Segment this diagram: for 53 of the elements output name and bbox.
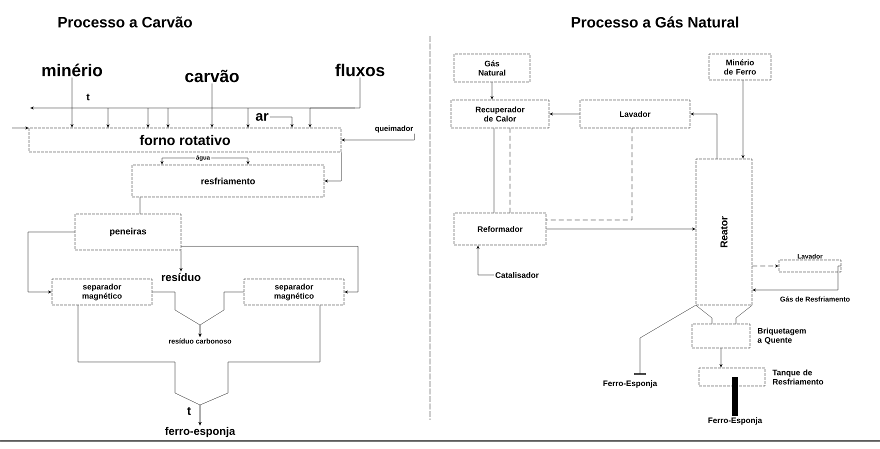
process-label: Ferro-Esponja	[603, 380, 658, 388]
arrow	[752, 264, 778, 268]
arrow	[28, 232, 76, 294]
marker-letter: t	[86, 94, 90, 100]
process-box: Lavador	[580, 100, 690, 128]
process-box: Gás Natural	[454, 54, 530, 82]
arrow	[690, 112, 718, 159]
process-box: Recuperador de Calor	[450, 100, 550, 128]
arrow	[180, 250, 182, 272]
process-label: Ferro-Esponja	[708, 417, 762, 425]
arrow	[198, 305, 320, 426]
process-label: carvão	[185, 70, 239, 82]
arrow	[752, 266, 842, 292]
arrow	[70, 77, 74, 128]
process-box: forno rotativo	[28, 128, 342, 152]
box-caption: Tanque de Resfriamento	[772, 369, 824, 385]
box-caption: Briquetagem a Quente	[758, 328, 806, 344]
process-box	[778, 260, 842, 272]
process-box: separador magnético	[52, 278, 152, 306]
marker-letter: t	[187, 407, 191, 415]
arrow	[476, 246, 494, 276]
process-label: ferro-esponja	[165, 426, 236, 438]
process-label: resíduo	[162, 272, 200, 282]
arrow	[550, 112, 580, 116]
arrow	[324, 152, 342, 182]
process-box	[692, 324, 750, 348]
arrow	[490, 82, 494, 100]
reactor-box: Reator	[696, 158, 752, 306]
arrow	[696, 305, 752, 324]
arrow	[308, 77, 360, 128]
panel-title: Processo a Gás Natural	[572, 16, 738, 28]
product-bar	[732, 377, 738, 416]
process-box: Minério de Ferro	[708, 54, 772, 80]
arrow	[181, 246, 358, 294]
process-box: separador magnético	[244, 278, 344, 306]
process-box	[698, 368, 766, 386]
process-label: fluxos	[335, 64, 384, 76]
arrow	[270, 116, 294, 128]
process-label: Catalisador	[496, 272, 539, 278]
arrow	[210, 83, 214, 128]
arrow	[742, 80, 744, 158]
process-label: minério	[42, 64, 102, 76]
arrow	[198, 292, 244, 337]
arrow	[211, 158, 250, 164]
panel-title: Processo a Carvão	[58, 16, 192, 28]
arrow	[342, 134, 415, 142]
arrow	[720, 348, 722, 368]
process-box: peneiras	[74, 214, 182, 250]
process-box: Reformador	[454, 212, 546, 246]
arrow	[160, 158, 195, 164]
process-label: ar	[256, 113, 268, 121]
arrow	[546, 228, 696, 230]
process-box: resfriamento	[132, 164, 324, 198]
